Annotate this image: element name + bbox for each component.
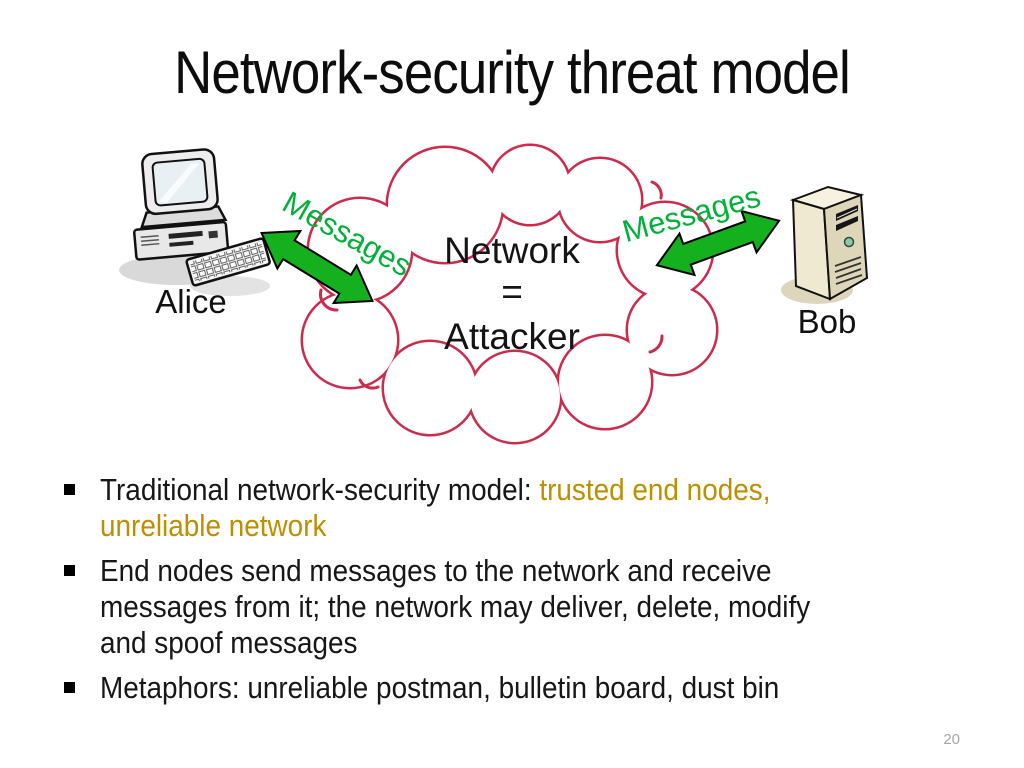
cloud-caption-line2: =: [501, 271, 523, 312]
bullet-marker: [64, 565, 75, 576]
bullet-text: Traditional network-security model:: [100, 472, 540, 507]
list-item: Traditional network-security model: trus…: [0, 472, 1024, 544]
bullet-marker: [64, 484, 75, 495]
bullet-text-highlight: trusted end nodes,: [539, 472, 771, 507]
bullet-line: Metaphors: unreliable postman, bulletin …: [100, 670, 932, 706]
bullet-line: unreliable network: [100, 508, 932, 544]
bullet-line: End nodes send messages to the network a…: [100, 553, 932, 589]
bullet-text: Metaphors: unreliable postman, bulletin …: [100, 670, 780, 705]
bullet-text-highlight: unreliable network: [100, 508, 327, 543]
alice-label: Alice: [155, 283, 227, 320]
list-item: Metaphors: unreliable postman, bulletin …: [0, 670, 1024, 706]
desktop-computer-icon: [119, 148, 271, 296]
bullet-marker: [64, 682, 75, 693]
cloud-caption-line3: Attacker: [444, 316, 580, 357]
bullet-line: Traditional network-security model: trus…: [100, 472, 932, 508]
messages-arrow-left: [260, 229, 374, 305]
bullet-text: and spoof messages: [100, 625, 358, 660]
bob-label: Bob: [798, 303, 857, 340]
network-cloud: Network = Attacker: [300, 143, 719, 445]
page-number: 20: [943, 731, 960, 748]
bullet-text: messages from it; the network may delive…: [100, 589, 811, 624]
bullet-text: End nodes send messages to the network a…: [100, 553, 772, 588]
cloud-caption: Network = Attacker: [444, 230, 580, 357]
bullet-line: and spoof messages: [100, 625, 932, 661]
bullet-line: messages from it; the network may delive…: [100, 589, 932, 625]
list-item: End nodes send messages to the network a…: [0, 553, 1024, 661]
messages-arrow-right: [655, 209, 781, 277]
server-tower-icon: [781, 185, 869, 304]
bullet-list: Traditional network-security model: trus…: [0, 472, 1024, 715]
cloud-caption-line1: Network: [444, 230, 580, 271]
slide-title: Network-security threat model: [174, 39, 851, 106]
threat-model-diagram: Network = Attacker: [119, 143, 869, 445]
